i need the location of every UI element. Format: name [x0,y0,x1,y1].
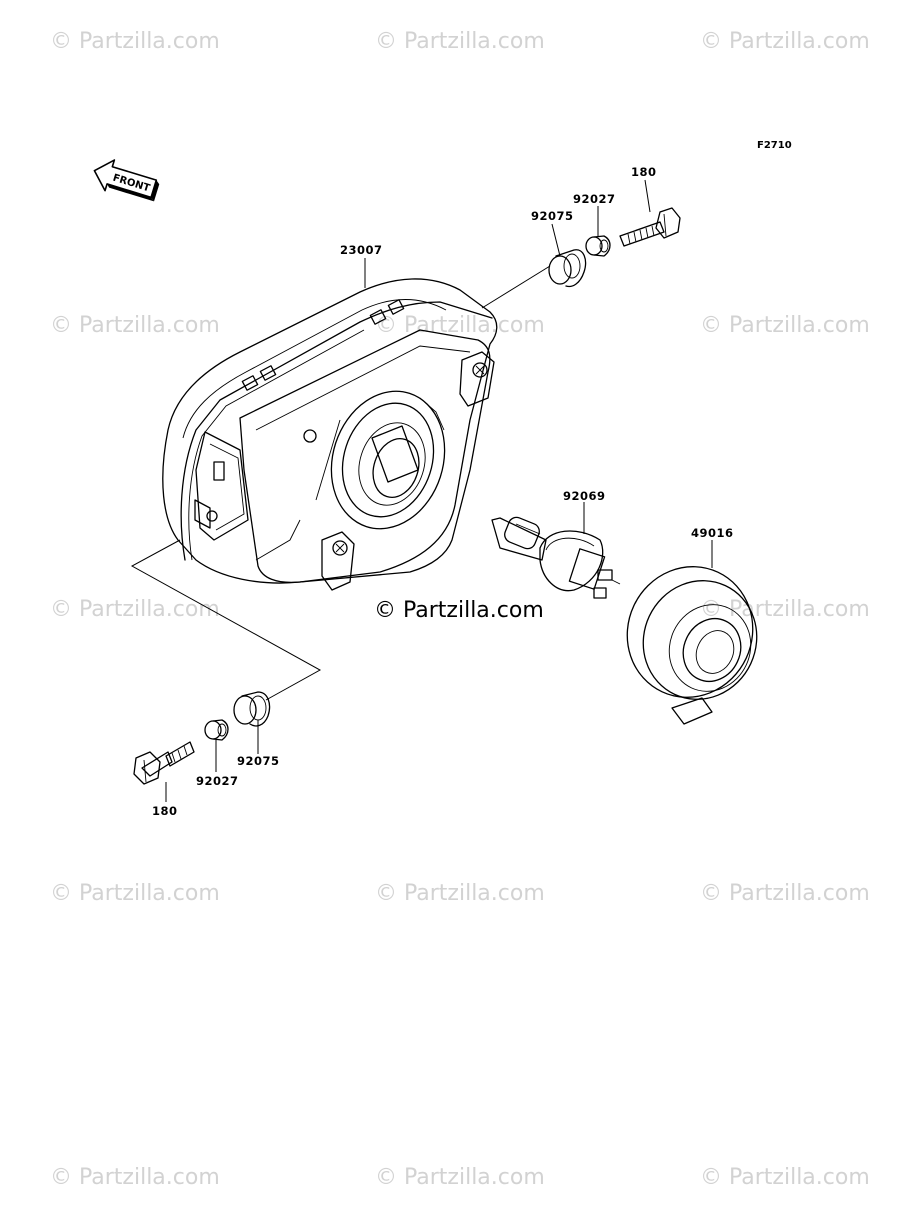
callout-23007: 23007 [340,243,383,257]
watermark: © Partzilla.com [50,1165,220,1190]
watermark: © Partzilla.com [375,313,545,338]
watermark: © Partzilla.com [375,1165,545,1190]
leader-lines [130,179,713,802]
brand-watermark: © Partzilla.com [374,598,544,623]
callout-49016: 49016 [691,526,734,540]
bolt-bottom [133,741,195,785]
callout-labels: 23007 92075 92027 180 92069 49016 92075 … [152,165,734,818]
bulb-cover [626,566,758,725]
watermark: © Partzilla.com [50,29,220,54]
watermark: © Partzilla.com [50,313,220,338]
grommet-top [548,249,587,288]
front-arrow-icon: FRONT [93,159,160,202]
callout-180-bottom: 180 [152,804,178,818]
callout-92027-bottom: 92027 [196,774,239,788]
callout-92075-top: 92075 [531,209,574,223]
collar-top [585,235,611,257]
callout-180-top: 180 [631,165,657,179]
watermark: © Partzilla.com [700,881,870,906]
bolt-top [619,207,681,247]
headlight-bulb [491,516,621,599]
figure-reference: F2710 [757,140,792,151]
watermark: © Partzilla.com [50,597,220,622]
watermark-layer: © Partzilla.com © Partzilla.com © Partzi… [50,29,870,1190]
watermark: © Partzilla.com [700,313,870,338]
watermark: © Partzilla.com [50,881,220,906]
callout-92027-top: 92027 [573,192,616,206]
watermark: © Partzilla.com [375,29,545,54]
grommet-bottom [233,691,271,727]
collar-bottom [204,719,229,741]
watermark: © Partzilla.com [700,29,870,54]
watermark: © Partzilla.com [700,597,870,622]
watermark: © Partzilla.com [375,881,545,906]
watermark: © Partzilla.com [700,1165,870,1190]
callout-92069: 92069 [563,489,606,503]
callout-92075-bottom: 92075 [237,754,280,768]
headlight-housing [162,278,498,591]
